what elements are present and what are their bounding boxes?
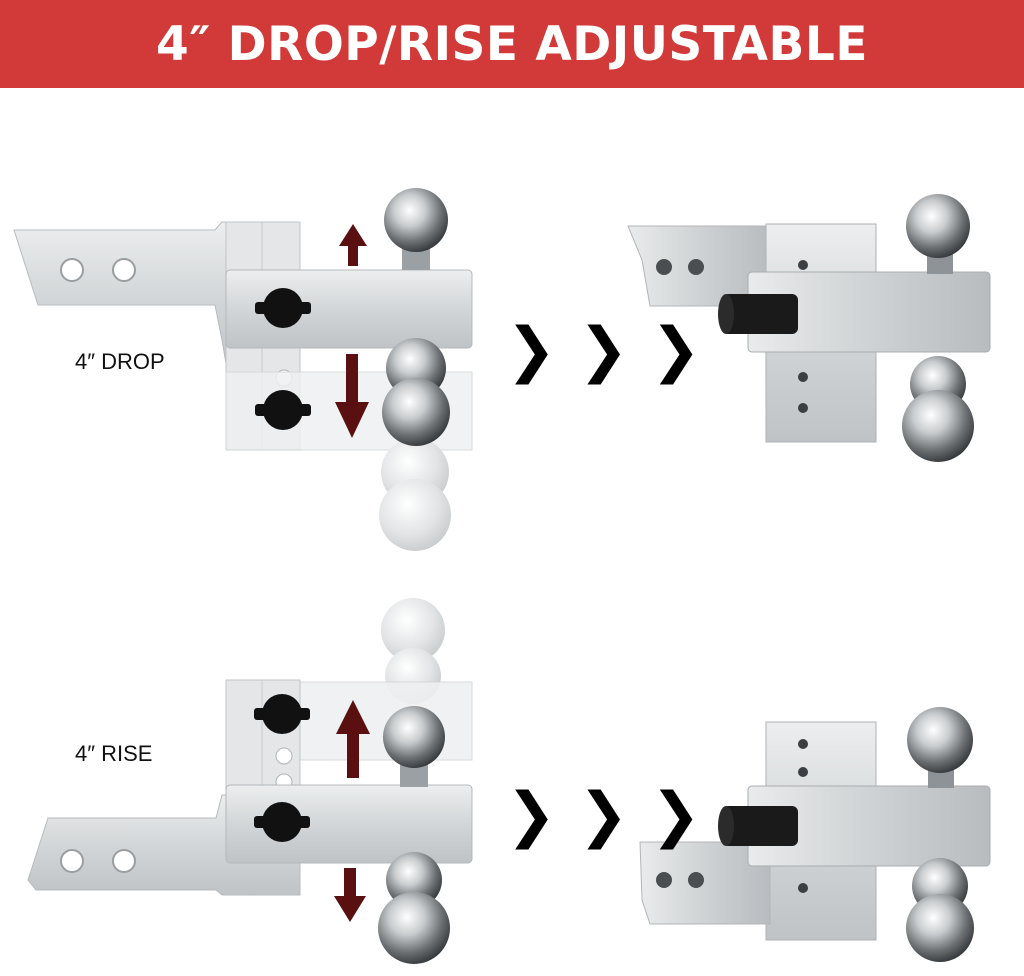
- chevron-right-icon: ❯: [650, 780, 701, 850]
- shank-hole: [60, 258, 84, 282]
- chevron-right-icon: ❯: [578, 780, 629, 850]
- pin-knob-icon: [718, 806, 798, 846]
- hitch-ball-lower: [902, 390, 974, 462]
- pin-knob-icon: [254, 694, 310, 734]
- rise-diagram: [27, 598, 473, 964]
- chevron-right-icon: ❯: [506, 315, 557, 385]
- chevrons-drop: ❯ ❯ ❯: [506, 320, 701, 380]
- arrow-down-icon: [334, 868, 366, 922]
- hitch-ball-lower: [382, 378, 450, 446]
- arrow-up-icon: [339, 224, 367, 266]
- hitch-ball-lower: [378, 892, 450, 964]
- arrow-up-icon: [336, 700, 370, 778]
- rise-result: [639, 707, 991, 962]
- hitch-illustration: [13, 188, 991, 964]
- hitch-ball-top: [906, 194, 970, 258]
- hitch-ball-top: [384, 188, 448, 252]
- hitch-ball-bottom: [386, 852, 442, 908]
- drop-diagram: [13, 188, 473, 551]
- hitch-ball-top: [383, 706, 445, 768]
- shank-hole: [112, 849, 136, 873]
- title-banner: 4″ DROP/RISE ADJUSTABLE: [0, 0, 1024, 88]
- hitch-ball-top: [907, 707, 973, 773]
- pin-knob-icon: [254, 802, 310, 842]
- shank-hole: [60, 849, 84, 873]
- chevron-right-icon: ❯: [578, 315, 629, 385]
- drop-result: [627, 194, 991, 462]
- chevron-right-icon: ❯: [650, 315, 701, 385]
- arrow-down-icon: [335, 354, 369, 438]
- drop-label: 4″ DROP: [75, 349, 165, 374]
- pin-knob-icon: [255, 288, 311, 328]
- chevrons-rise: ❯ ❯ ❯: [506, 785, 701, 845]
- shank-hole: [112, 258, 136, 282]
- ghost-ball: [381, 598, 445, 662]
- page-title: 4″ DROP/RISE ADJUSTABLE: [156, 16, 868, 72]
- ghost-ball: [379, 479, 451, 551]
- hitch-ball-lower: [906, 894, 974, 962]
- chevron-right-icon: ❯: [506, 780, 557, 850]
- pin-knob-icon: [718, 294, 798, 334]
- rise-label: 4″ RISE: [75, 741, 153, 766]
- pin-knob-icon: [255, 390, 311, 430]
